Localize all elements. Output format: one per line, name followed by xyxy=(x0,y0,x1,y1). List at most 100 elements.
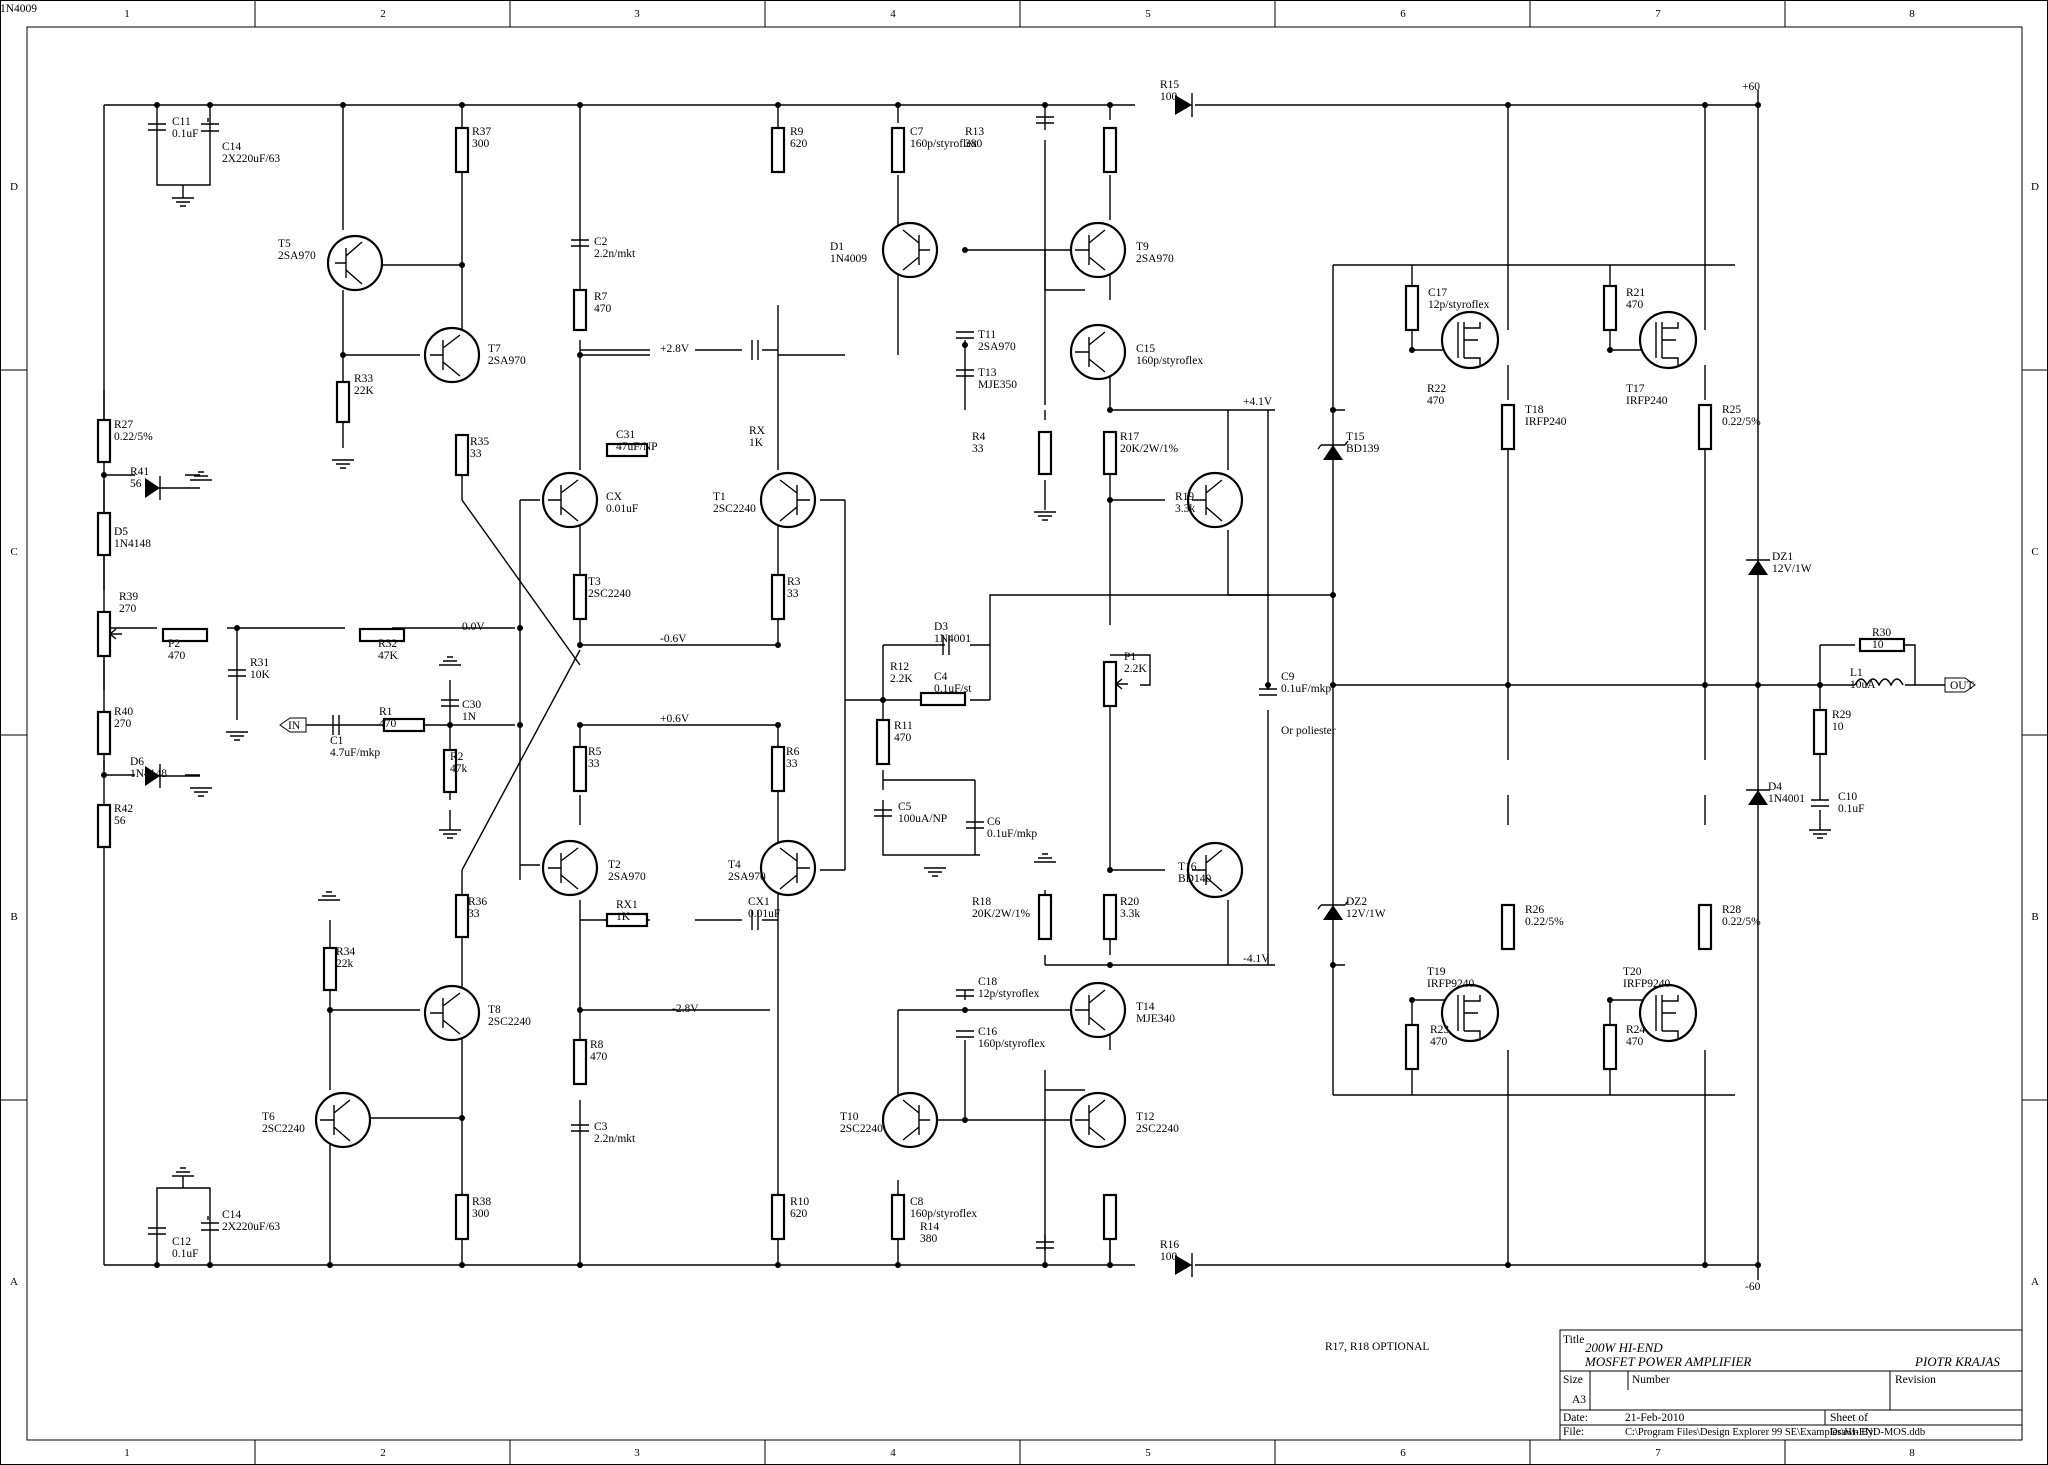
component-value: 33 xyxy=(972,443,984,455)
component-ref: R39 xyxy=(119,591,138,603)
rail-plus-label: +60 xyxy=(1742,81,1760,93)
component-ref: C5 xyxy=(898,801,912,813)
zone-row-label: B xyxy=(2031,911,2038,923)
component-ref: C16 xyxy=(978,1026,997,1038)
component-ref: T9 xyxy=(1136,241,1149,253)
component-value: 33 xyxy=(588,758,600,770)
component-ref: R42 xyxy=(114,803,133,815)
component-value: 0.22/5% xyxy=(1525,916,1564,928)
component-ref: D1 xyxy=(830,241,844,253)
component-ref: T6 xyxy=(262,1111,275,1123)
component-ref: RX1 xyxy=(616,899,638,911)
component-value: 10 xyxy=(1832,721,1844,733)
component-value: 100uA/NP xyxy=(898,813,947,825)
title-line-1: 200W HI-END xyxy=(1585,1340,1663,1355)
component-label-c9: C90.1uF/mkp xyxy=(1281,671,1331,695)
component-value: BD140 xyxy=(1178,873,1211,885)
component-value: 56 xyxy=(130,478,142,490)
component-labels: C110.1uFC142X220uF/63R37300T52SA970T72SA… xyxy=(0,0,1891,1263)
component-ref: R31 xyxy=(250,657,269,669)
component-ref: R37 xyxy=(472,126,491,138)
zone-column-label: 8 xyxy=(1909,1447,1915,1459)
component-value: 100 xyxy=(1160,1251,1178,1263)
zone-column-label: 1 xyxy=(124,1447,130,1459)
component-value: 47K xyxy=(378,650,399,662)
component-ref: R24 xyxy=(1626,1024,1645,1036)
component-ref: R25 xyxy=(1722,404,1741,416)
component-value: 10 xyxy=(1872,639,1884,651)
component-value: 470 xyxy=(379,718,397,730)
component-value: 270 xyxy=(119,603,137,615)
zone-column-label: 4 xyxy=(890,1447,896,1459)
component-ref: R18 xyxy=(972,896,991,908)
component-ref: R8 xyxy=(590,1039,604,1051)
component-value: 0.01uF xyxy=(606,503,638,515)
component-ref: D6 xyxy=(130,756,144,768)
title-block: Title 200W HI-END MOSFET POWER AMPLIFIER… xyxy=(1559,1329,2023,1441)
component-value: 470 xyxy=(1626,299,1644,311)
component-value: 2SA970 xyxy=(488,355,526,367)
component-ref: R35 xyxy=(470,436,489,448)
diodes xyxy=(145,93,1770,1277)
component-value: 1N4009 xyxy=(830,253,867,265)
component-value: 2.2n/mkt xyxy=(594,1133,636,1145)
component-value: 0.22/5% xyxy=(1722,416,1761,428)
component-ref: R23 xyxy=(1430,1024,1449,1036)
component-ref: CX xyxy=(606,491,623,503)
component-value: 1K xyxy=(749,437,764,449)
drawn-by-label: Drawn By: xyxy=(1830,1427,1876,1438)
component-value: 2SC2240 xyxy=(262,1123,305,1135)
component-ref: R19 xyxy=(1175,491,1194,503)
component-value: 2SA970 xyxy=(278,250,316,262)
component-ref: C18 xyxy=(978,976,997,988)
component-ref: T5 xyxy=(278,238,291,250)
component-value: 160p/styroflex xyxy=(1136,355,1203,367)
zone-column-label: 2 xyxy=(380,1447,386,1459)
component-value: MJE340 xyxy=(1136,1013,1175,1025)
component-ref: C1 xyxy=(330,735,344,747)
component-ref: D5 xyxy=(114,526,128,538)
zone-column-label: 6 xyxy=(1400,1447,1406,1459)
date-value: 21-Feb-2010 xyxy=(1625,1412,1685,1424)
component-value: 22K xyxy=(354,385,375,397)
component-ref: C8 xyxy=(910,1196,924,1208)
component-value: 0.22/5% xyxy=(114,431,153,443)
component-ref: C3 xyxy=(594,1121,608,1133)
component-ref: T14 xyxy=(1136,1001,1155,1013)
component-value: 620 xyxy=(790,138,808,150)
component-ref: C17 xyxy=(1428,287,1447,299)
component-ref: P2 xyxy=(168,638,180,650)
component-ref: C15 xyxy=(1136,343,1155,355)
component-value: 0.1uF xyxy=(172,1248,199,1260)
zone-column-label: 5 xyxy=(1145,1447,1151,1459)
file-path: C:\Program Files\Design Explorer 99 SE\E… xyxy=(1625,1427,1925,1438)
component-ref: T4 xyxy=(728,859,741,871)
node-minus-2-8v: -2.8V xyxy=(672,1003,699,1015)
component-value: Or poliester xyxy=(1281,725,1336,737)
zone-row-label: A xyxy=(2031,1276,2039,1288)
revision-label: Revision xyxy=(1895,1374,1936,1386)
component-value: 2SC2240 xyxy=(1136,1123,1179,1135)
component-ref: T11 xyxy=(978,329,996,341)
